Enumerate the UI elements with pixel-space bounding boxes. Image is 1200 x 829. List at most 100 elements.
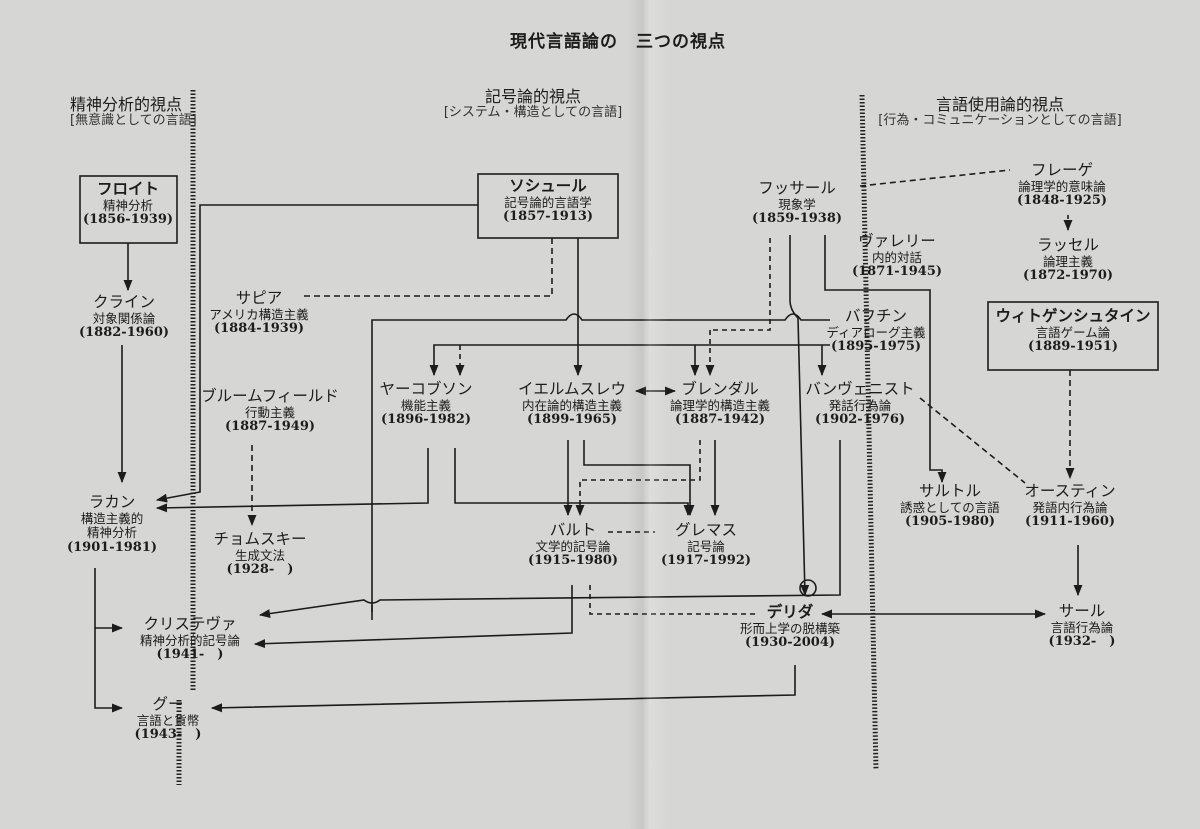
wittgenstein-years: (1889-1951)	[1027, 339, 1119, 355]
lacan-desc2: 精神分析	[86, 525, 137, 541]
heading-psychoanalytic-subtitle: [無意識としての言語]	[70, 113, 197, 129]
node-brondal: ブレンダル 論理学的構造主義 (1887-1942)	[669, 380, 771, 428]
bakhtin-desc: ディアローグ主義	[826, 324, 926, 340]
chomsky-name: チョムスキー	[213, 530, 307, 548]
saussure-box	[477, 173, 619, 239]
bakhtin-years: (1895-1975)	[830, 339, 922, 355]
bloomfield-years: (1887-1949)	[224, 419, 316, 435]
freud-desc: 精神分析	[102, 197, 153, 213]
edge-husserl-derrida	[789, 235, 810, 597]
bakhtin-name: バフチン	[844, 307, 908, 325]
node-jakobson: ヤーコブソン 機能主義 (1896-1982)	[379, 380, 473, 428]
sapir-years: (1884-1939)	[213, 321, 305, 337]
jakobson-desc: 機能主義	[400, 397, 452, 413]
saussure-years: (1857-1913)	[502, 209, 594, 225]
edge-barthes-derrida	[589, 585, 758, 615]
hjelmslev-name: イエルムスレウ	[517, 380, 627, 398]
wittgenstein-desc: 言語ゲーム論	[1035, 324, 1111, 340]
brondal-desc: 論理学的構造主義	[669, 397, 771, 413]
russell-desc: 論理主義	[1042, 253, 1093, 269]
node-chomsky: チョムスキー 生成文法 (1928- )	[213, 530, 307, 578]
node-freud: フロイト 精神分析 (1856-1939)	[83, 180, 173, 228]
derrida-name: デリダ	[766, 603, 814, 621]
wittgenstein-box	[987, 301, 1159, 371]
jakobson-name: ヤーコブソン	[379, 380, 473, 398]
benveniste-years: (1902-1976)	[814, 412, 906, 428]
node-frege: フレーゲ 論理学的意味論 (1848-1925)	[1016, 161, 1108, 209]
sartre-desc: 誘惑としての言語	[900, 499, 1000, 515]
chomsky-desc: 生成文法	[234, 547, 286, 563]
husserl-years: (1859-1938)	[751, 211, 843, 227]
brondal-years: (1887-1942)	[674, 412, 766, 428]
brondal-name: ブレンダル	[681, 380, 759, 398]
frege-desc: 論理学的意味論	[1018, 178, 1106, 194]
chomsky-years: (1928- )	[226, 562, 294, 578]
page-title: 現代言語論の 三つの視点	[510, 32, 726, 52]
valery-desc: 内的対話	[871, 249, 922, 265]
austin-desc: 発語内行為論	[1032, 499, 1108, 515]
valery-name: ヴァレリー	[858, 232, 936, 250]
heading-pragmatic-subtitle: [行為・コミュニケーションとしての言語]	[878, 113, 1122, 129]
barthes-desc: 文学的記号論	[535, 538, 611, 554]
saussure-desc: 記号論的言語学	[504, 194, 592, 210]
edge-barthes-kristeva	[253, 585, 573, 649]
node-wittgenstein: ウィトゲンシュタイン 言語ゲーム論 (1889-1951)	[995, 307, 1150, 355]
edge-lacan-kristeva	[94, 568, 124, 633]
divider-right	[859, 94, 879, 771]
edge-benveniste-kristeva	[258, 440, 841, 618]
heading-psychoanalytic-title: 精神分析的視点	[70, 95, 183, 114]
node-russell: ラッセル 論理主義 (1872-1970)	[1023, 236, 1113, 284]
heading-pragmatic-title: 言語使用論的視点	[935, 95, 1064, 114]
benveniste-name: バンヴェニスト	[805, 380, 915, 398]
jakobson-years: (1896-1982)	[380, 412, 472, 428]
node-bakhtin: バフチン ディアローグ主義 (1895-1975)	[826, 307, 926, 355]
edge-derrida-goux	[210, 665, 796, 713]
node-bloomfield: ブルームフィールド 行動主義 (1887-1949)	[201, 387, 339, 435]
sapir-name: サピア	[235, 289, 283, 307]
edge-lacan-goux	[94, 628, 124, 713]
frege-name: フレーゲ	[1030, 161, 1093, 179]
edge-benveniste-austin	[919, 397, 1026, 484]
sartre-name: サルトル	[918, 482, 982, 500]
node-derrida: デリダ 形而上学の脱構築 (1930-2004)	[739, 603, 841, 651]
edge-hjelmslev-greimas	[583, 440, 695, 517]
edge-husserl-frege	[859, 169, 1011, 187]
saussure-name: ソシュール	[509, 177, 587, 195]
benveniste-desc: 発話行為論	[828, 397, 892, 413]
frege-years: (1848-1925)	[1016, 193, 1108, 209]
searle-desc: 言語行為論	[1050, 619, 1114, 635]
node-searle: サール 言語行為論 (1932- )	[1049, 602, 1116, 650]
derrida-hop	[799, 579, 817, 597]
sapir-desc: アメリカ構造主義	[209, 306, 309, 322]
node-sartre: サルトル 誘惑としての言語 (1905-1980)	[900, 482, 1000, 530]
austin-years: (1911-1960)	[1024, 514, 1116, 530]
heading-pragmatic: 言語使用論的視点 [行為・コミュニケーションとしての言語]	[878, 95, 1122, 129]
edge-husserl-dashed	[710, 238, 771, 331]
node-hjelmslev: イエルムスレウ 内在論的構造主義 (1899-1965)	[517, 380, 627, 428]
derrida-desc: 形而上学の脱構築	[739, 620, 841, 636]
barthes-name: バルト	[549, 521, 597, 539]
kristeva-years: (1941- )	[156, 647, 224, 663]
node-husserl: フッサール 現象学 (1859-1938)	[751, 179, 843, 227]
valery-years: (1871-1945)	[851, 264, 943, 280]
edge-brondal-barthes-dashed	[575, 440, 701, 517]
klein-desc: 対象関係論	[92, 310, 156, 326]
greimas-desc: 記号論	[687, 538, 725, 554]
edge-bus-top	[371, 313, 830, 620]
derrida-years: (1930-2004)	[744, 635, 836, 651]
russell-name: ラッセル	[1036, 236, 1099, 254]
hjelmslev-years: (1899-1965)	[526, 412, 618, 428]
klein-years: (1882-1960)	[78, 325, 170, 341]
node-greimas: グレマス 記号論 (1917-1992)	[661, 521, 751, 569]
lacan-name: ラカン	[88, 493, 136, 511]
heading-semiotic-title: 記号論的視点	[484, 87, 581, 106]
barthes-years: (1915-1980)	[527, 553, 619, 569]
husserl-name: フッサール	[758, 179, 836, 197]
klein-name: クライン	[92, 293, 155, 311]
edge-jakobson-greimas	[454, 448, 693, 517]
node-benveniste: バンヴェニスト 発話行為論 (1902-1976)	[805, 380, 915, 428]
edge-dist-jakobson	[429, 344, 830, 377]
heading-psychoanalytic: 精神分析的視点 [無意識としての言語]	[70, 95, 197, 129]
heading-semiotic: 記号論的視点 [システム・構造としての言語]	[444, 87, 622, 121]
